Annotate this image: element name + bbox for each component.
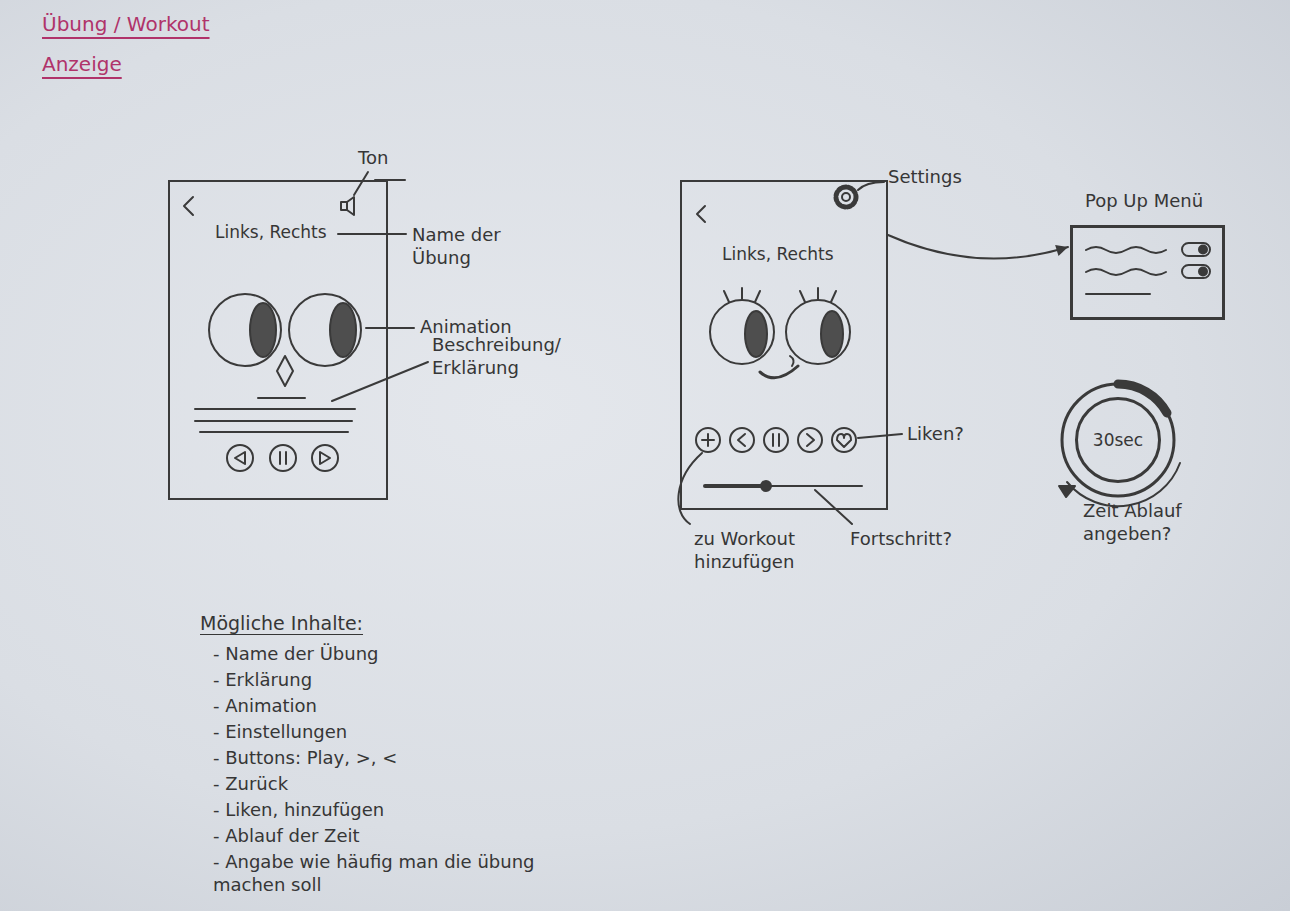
timer-ring-sketch: [1059, 384, 1180, 506]
list-item: - Buttons: Play, >, <: [213, 747, 397, 770]
left-phone-sketch-stroke: [209, 294, 281, 366]
right-phone-sketch-stroke: [702, 434, 714, 446]
popup-menu-sketch: [1086, 243, 1210, 294]
list-item: - Erklärung: [213, 669, 312, 692]
left-phone-sketch: [184, 172, 428, 471]
left-phone-sketch-stroke: [270, 445, 296, 471]
left-phone-sketch-stroke: [320, 452, 330, 464]
timer-ring-sketch-stroke: [1059, 486, 1075, 497]
list-item: - Zurück: [213, 773, 288, 796]
left-phone-sketch-stroke: [250, 303, 276, 357]
timer-text: 30sec: [1093, 430, 1143, 450]
annotation-label: Zeit Ablauf angeben?: [1083, 500, 1218, 545]
phone-frame: Links, Rechts: [680, 180, 888, 510]
left-phone-sketch-stroke: [227, 445, 253, 471]
right-phone-sketch-stroke: [821, 311, 843, 357]
right-phone-sketch-stroke: [724, 288, 760, 302]
annotation-label: Name der Übung: [412, 224, 517, 269]
right-phone-sketch-stroke: [696, 428, 720, 452]
right-phone-sketch-stroke: [836, 187, 856, 207]
right-phone-sketch-stroke: [800, 288, 836, 302]
right-phone-sketch: [678, 182, 902, 524]
left-phone-sketch-stroke: [330, 303, 356, 357]
connector-arrow: [888, 235, 1068, 259]
timer-ring-sketch-stroke: [1062, 384, 1174, 496]
left-phone-sketch-stroke: [195, 420, 352, 422]
left-phone-sketch-stroke: [277, 356, 293, 386]
page-title-text: Übung / Workout Anzeige: [42, 12, 210, 76]
right-phone-sketch-stroke: [815, 490, 852, 524]
annotation-label: zu Workout hinzufügen: [694, 528, 824, 573]
popup-menu-sketch-stroke: [1182, 243, 1210, 256]
right-phone-sketch-stroke: [786, 300, 850, 364]
list-item: - Einstellungen: [213, 721, 347, 744]
annotation-label: Beschreibung/ Erklärung: [432, 334, 587, 379]
left-phone-sketch-stroke: [195, 408, 355, 410]
left-phone-sketch-stroke: [289, 294, 361, 366]
right-phone-sketch-stroke: [745, 311, 767, 357]
list-item: - Ablauf der Zeit: [213, 825, 360, 848]
arrowhead: [1055, 245, 1068, 256]
left-phone-sketch-stroke: [341, 202, 347, 210]
phone-frame: Links, Rechts: [168, 180, 388, 500]
annotation-label: Fortschritt?: [850, 528, 952, 551]
list-item: - Animation: [213, 695, 317, 718]
popup-menu-sketch-stroke: [1086, 247, 1166, 253]
right-phone-sketch-stroke: [761, 481, 771, 491]
list-item: - Name der Übung: [213, 643, 379, 666]
left-phone-sketch-stroke: [279, 452, 281, 464]
popup-menu-sketch-stroke: [1199, 268, 1207, 276]
right-phone-sketch-stroke: [730, 428, 754, 452]
right-phone-sketch-stroke: [697, 206, 705, 222]
timer-ring-sketch-stroke: [1067, 463, 1180, 506]
right-phone-sketch-stroke: [858, 434, 902, 438]
right-phone-sketch-stroke: [798, 428, 822, 452]
popup-menu-box: Pop Up Menü: [1070, 225, 1225, 320]
left-phone-sketch-stroke: [235, 452, 245, 464]
annotation-label: Ton: [358, 147, 388, 170]
list-item: - Angabe wie häufig man die übung machen…: [213, 851, 548, 896]
screen-title: Links, Rechts: [215, 222, 386, 242]
right-phone-sketch-stroke: [705, 485, 862, 487]
left-phone-sketch-stroke: [200, 431, 348, 433]
list-item: - Liken, hinzufügen: [213, 799, 384, 822]
left-phone-sketch-stroke: [366, 327, 414, 329]
left-phone-sketch-stroke: [258, 397, 305, 399]
right-phone-sketch-stroke: [807, 434, 814, 446]
right-phone-sketch-stroke: [705, 484, 765, 488]
popup-menu-sketch-stroke: [1199, 246, 1207, 254]
left-phone-sketch-stroke: [347, 197, 354, 215]
left-phone-sketch-stroke: [285, 452, 287, 464]
page-title: Übung / Workout Anzeige: [42, 4, 257, 84]
right-phone-sketch-stroke: [837, 434, 851, 447]
right-phone-sketch-stroke: [738, 434, 745, 446]
popup-menu-sketch-stroke: [1182, 265, 1210, 278]
annotation-label: Liken?: [907, 423, 964, 446]
left-phone-sketch-stroke: [338, 233, 406, 235]
timer-circle: 30sec: [1075, 397, 1161, 483]
popup-menu-sketch-stroke: [1086, 293, 1150, 295]
popup-menu-sketch-stroke: [1086, 269, 1166, 275]
right-phone-sketch-stroke: [842, 193, 850, 201]
annotation-label: Settings: [888, 166, 962, 189]
right-phone-sketch-stroke: [832, 428, 856, 452]
screen-title: Links, Rechts: [722, 244, 886, 264]
right-phone-sketch-stroke: [773, 434, 779, 446]
right-phone-sketch-stroke: [760, 366, 798, 378]
right-phone-sketch-stroke: [764, 428, 788, 452]
left-phone-sketch-stroke: [312, 445, 338, 471]
right-phone-sketch-stroke: [710, 300, 774, 364]
right-phone-sketch-stroke: [790, 356, 794, 366]
list-heading: Mögliche Inhalte:: [200, 612, 363, 636]
left-phone-sketch-stroke: [184, 197, 193, 215]
popup-heading: Pop Up Menü: [1085, 190, 1203, 211]
right-phone-sketch-stroke: [858, 182, 884, 190]
left-phone-sketch-stroke: [354, 172, 368, 195]
left-phone-sketch-stroke: [332, 362, 428, 401]
